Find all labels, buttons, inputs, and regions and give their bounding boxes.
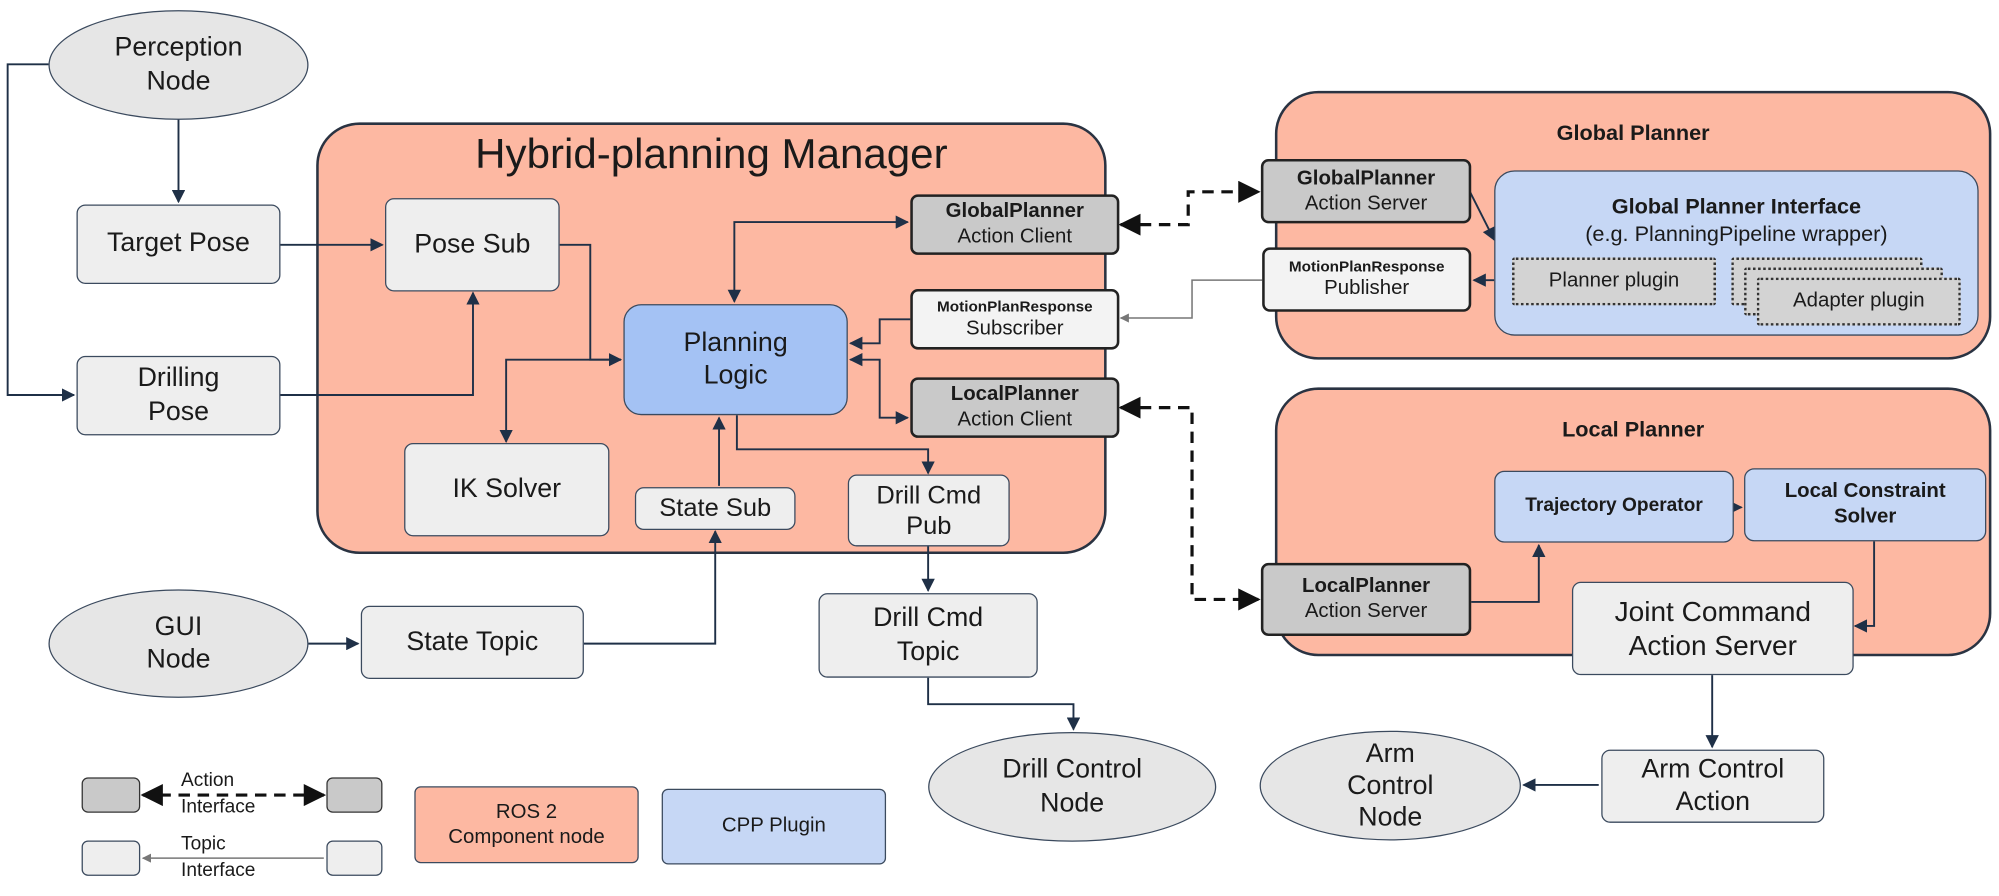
local-action-client-box: LocalPlanner Action Client: [910, 377, 1120, 438]
interface-subtitle: (e.g. PlanningPipeline wrapper): [1585, 222, 1888, 247]
motion-plan-publisher-box: MotionPlanResponse Publisher: [1262, 247, 1472, 312]
joint-command-server-box: Joint Command Action Server: [1571, 581, 1854, 676]
ik-solver-box: IK Solver: [404, 442, 610, 537]
local-planner-title: Local Planner: [1562, 417, 1705, 442]
wire-localclient-lpserver: [1118, 396, 1261, 611]
legend-action-label-1: Action: [181, 769, 235, 792]
perception-node: Perception Node: [48, 10, 309, 120]
arm-control-action-box: Arm Control Action: [1601, 749, 1825, 823]
drill-cmd-topic-box: Drill Cmd Topic: [818, 593, 1038, 678]
interface-title: Global Planner Interface: [1611, 194, 1862, 219]
legend-topic-box-left: [81, 840, 141, 876]
legend-ros2-component: ROS 2 Component node: [414, 786, 639, 864]
state-sub-box: State Sub: [634, 487, 796, 531]
wire-drilltopic-drillnode: [927, 677, 1081, 731]
wire-logic-drillpub: [735, 415, 935, 475]
wire-subscriber-logic: [849, 318, 911, 350]
planning-logic-box: Planning Logic: [623, 304, 848, 416]
wire-gpserver-interface: [1467, 188, 1496, 241]
trajectory-operator-box: Trajectory Operator: [1494, 470, 1734, 543]
wire-perception-drilling: [6, 63, 76, 402]
legend-action-label-2: Interface: [181, 796, 256, 818]
legend-topic-label-2: Interface: [181, 859, 256, 881]
local-constraint-solver-box: Local Constraint Solver: [1744, 468, 1987, 542]
adapter-plugin-box: Adapter plugin: [1756, 277, 1961, 326]
state-topic-box: State Topic: [360, 605, 584, 679]
global-action-server-box: GlobalPlanner Action Server: [1260, 159, 1472, 224]
arm-control-node: Arm Control Node: [1259, 730, 1521, 841]
global-action-client-box: GlobalPlanner Action Client: [910, 194, 1120, 255]
wire-statetopic-statesub: [583, 529, 722, 645]
drill-cmd-pub-box: Drill Cmd Pub: [847, 474, 1010, 547]
manager-title: Hybrid-planning Manager: [475, 129, 948, 177]
wire-solver-joint: [1853, 541, 1876, 633]
pose-sub-box: Pose Sub: [385, 198, 560, 292]
wire-logic-globalclient: [727, 215, 910, 303]
wire-drilling-posesub: [280, 291, 480, 396]
gui-node: GUI Node: [48, 589, 309, 698]
wire-lpserver-trajop: [1471, 543, 1546, 603]
legend-cpp-plugin: CPP Plugin: [661, 788, 887, 865]
drill-control-node: Drill Control Node: [928, 731, 1217, 842]
motion-plan-subscriber-box: MotionPlanResponse Subscriber: [910, 288, 1120, 350]
wire-logic-localclient: [849, 353, 910, 425]
wire-globalclient-gpserver: [1118, 180, 1261, 236]
global-planner-title: Global Planner: [1556, 121, 1710, 146]
wire-publisher-subscriber: [1119, 279, 1263, 323]
local-action-server-box: LocalPlanner Action Server: [1260, 562, 1472, 637]
target-pose-box: Target Pose: [76, 204, 281, 284]
planner-plugin-box: Planner plugin: [1512, 257, 1717, 306]
legend-action-box-left: [81, 777, 141, 813]
legend-topic-box-right: [326, 840, 383, 876]
drilling-pose-box: Drilling Pose: [76, 355, 281, 436]
legend-topic-label-1: Topic: [181, 832, 226, 855]
wire-posesub-logic: [559, 243, 623, 367]
legend-action-box-right: [326, 777, 383, 813]
wire-logic-ik: [499, 358, 621, 444]
